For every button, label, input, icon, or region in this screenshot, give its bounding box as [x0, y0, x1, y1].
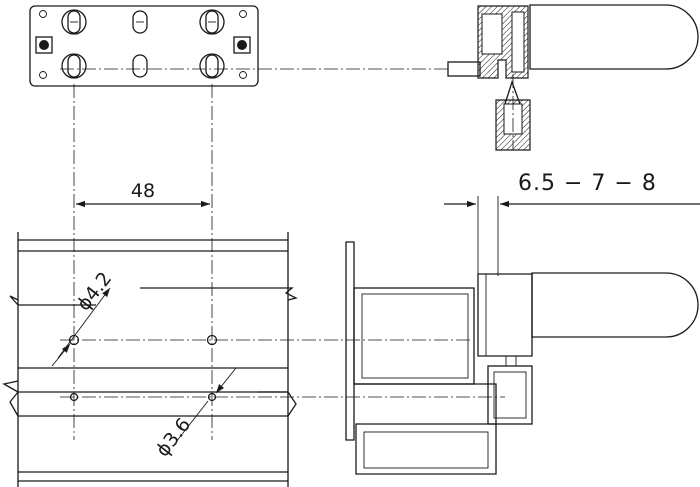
mounted-assembly-view — [345, 241, 699, 475]
dimension-48: 48 — [76, 180, 210, 208]
dimension-hole-3-6: ϕ3.6 — [152, 367, 237, 461]
connector-front-view — [29, 5, 448, 87]
dimension-panel-thickness-label: 6.5 − 7 − 8 — [518, 171, 657, 196]
connector-side-view — [447, 4, 699, 151]
dimension-48-label: 48 — [131, 180, 155, 202]
dimension-hole-4-2-label: ϕ4.2 — [73, 268, 117, 315]
dimension-hole-3-6-label: ϕ3.6 — [152, 414, 196, 461]
panel-cutout-view — [2, 232, 505, 487]
dimension-panel-thickness: 6.5 − 7 − 8 — [444, 171, 700, 276]
dimension-hole-4-2: ϕ4.2 — [51, 268, 117, 367]
